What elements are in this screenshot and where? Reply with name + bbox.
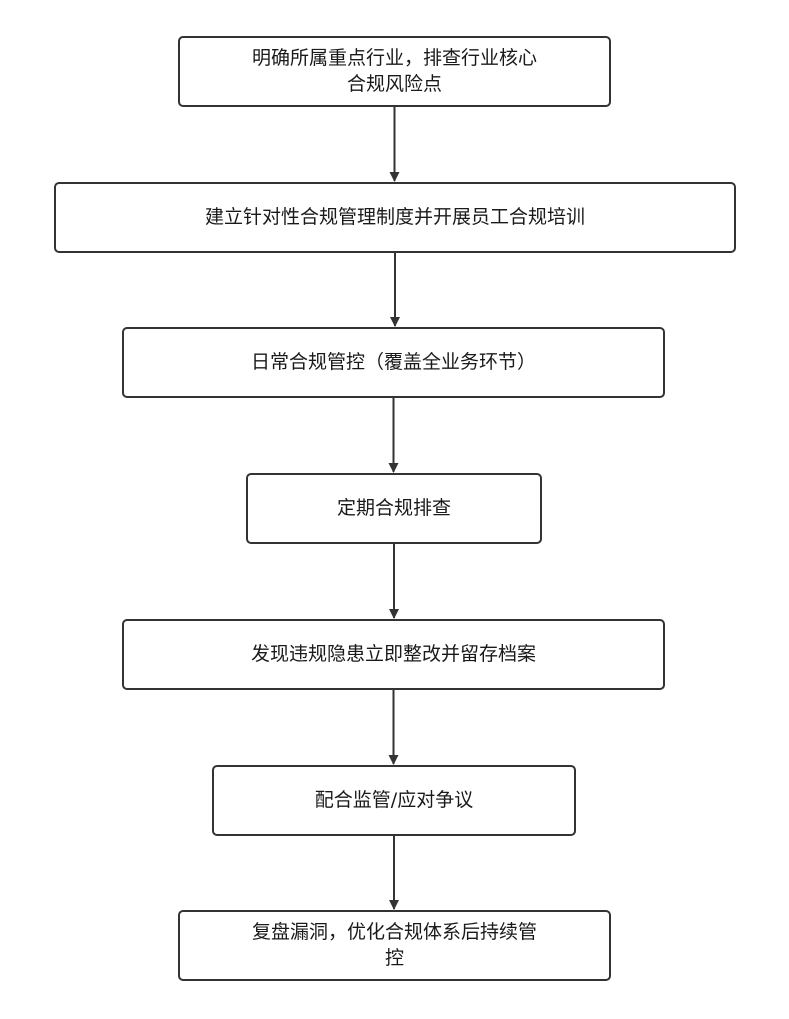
- step-box-7: 复盘漏洞，优化合规体系后持续管控: [178, 910, 611, 981]
- step-box-2: 建立针对性合规管理制度并开展员工合规培训: [54, 182, 736, 253]
- step-label-1: 明确所属重点行业，排查行业核心合规风险点: [251, 46, 537, 95]
- step-box-4: 定期合规排查: [246, 473, 542, 544]
- step-box-5: 发现违规隐患立即整改并留存档案: [122, 619, 665, 690]
- step-label-2: 建立针对性合规管理制度并开展员工合规培训: [204, 205, 585, 228]
- arrow-layer: [388, 107, 400, 910]
- step-label-4: 定期合规排查: [336, 496, 451, 519]
- step-box-1: 明确所属重点行业，排查行业核心合规风险点: [178, 36, 611, 107]
- step-box-3: 日常合规管控（覆盖全业务环节）: [122, 327, 665, 398]
- step-label-6: 配合监管/应对争议: [314, 788, 474, 811]
- step-box-6: 配合监管/应对争议: [212, 765, 576, 836]
- step-label-7: 复盘漏洞，优化合规体系后持续管控: [251, 920, 537, 969]
- step-label-5: 发现违规隐患立即整改并留存档案: [250, 642, 536, 665]
- step-label-3: 日常合规管控（覆盖全业务环节）: [250, 350, 536, 373]
